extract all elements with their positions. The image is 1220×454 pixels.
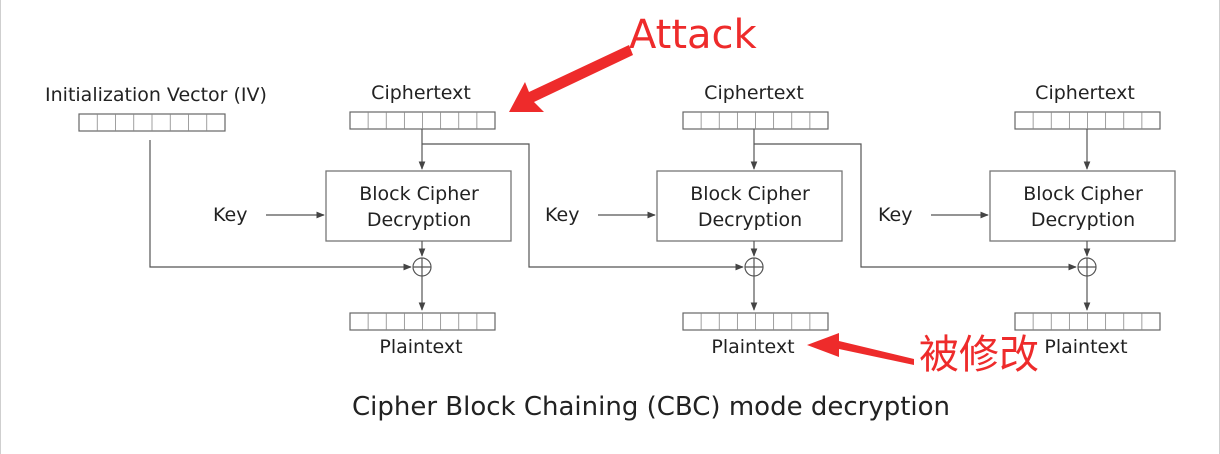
plaintext-label-3: Plaintext xyxy=(1044,336,1127,358)
cipher-label-line1-3: Block Cipher xyxy=(1023,183,1143,205)
plaintext-register-3 xyxy=(1014,312,1161,331)
ciphertext-label-3: Ciphertext xyxy=(1035,82,1135,104)
iv-register xyxy=(78,113,226,132)
attack-arrow-icon xyxy=(509,45,633,112)
iv-register-cells xyxy=(96,114,208,131)
cipher-label-line1-2: Block Cipher xyxy=(690,183,810,205)
iv-label: Initialization Vector (IV) xyxy=(45,84,267,106)
key-label-3: Key xyxy=(878,204,912,226)
block-cipher-decryption-3 xyxy=(989,170,1176,242)
cipher-label-line2-3: Decryption xyxy=(1031,209,1135,231)
ciphertext-label-1: Ciphertext xyxy=(371,82,471,104)
block-3: Ciphertext Block Cipher Decryption Key P… xyxy=(878,82,1176,358)
ciphertext-1-to-xor-2-connector xyxy=(422,143,744,271)
cipher-label-line1-1: Block Cipher xyxy=(359,183,479,205)
plaintext-register-2 xyxy=(682,312,829,331)
modified-arrow-icon xyxy=(807,333,914,365)
cipher-label-line2-2: Decryption xyxy=(698,209,802,231)
diagram-caption: Cipher Block Chaining (CBC) mode decrypt… xyxy=(352,392,950,422)
xor-icon-2 xyxy=(744,257,764,277)
block-2: Ciphertext Block Cipher Decryption Key P… xyxy=(545,82,843,358)
block-1: Ciphertext Block Cipher Decryption Key P… xyxy=(213,82,512,358)
ciphertext-register-2 xyxy=(682,111,829,130)
plaintext-label-1: Plaintext xyxy=(379,336,462,358)
key-label-2: Key xyxy=(545,204,579,226)
modified-label: 被修改 xyxy=(919,332,1039,378)
xor-icon-3 xyxy=(1077,257,1097,277)
block-cipher-decryption-2 xyxy=(656,170,843,242)
key-label-1: Key xyxy=(213,204,247,226)
cipher-label-line2-1: Decryption xyxy=(367,209,471,231)
xor-icon-1 xyxy=(412,257,432,277)
iv-to-xor-1-connector xyxy=(149,140,412,271)
plaintext-register-1 xyxy=(349,312,496,331)
plaintext-label-2: Plaintext xyxy=(711,336,794,358)
ciphertext-register-3 xyxy=(1014,111,1161,130)
ciphertext-label-2: Ciphertext xyxy=(704,82,804,104)
ciphertext-2-to-xor-3-connector xyxy=(754,143,1077,271)
ciphertext-register-1 xyxy=(349,111,496,130)
attack-label: Attack xyxy=(629,12,758,58)
block-cipher-decryption-1 xyxy=(325,170,512,242)
